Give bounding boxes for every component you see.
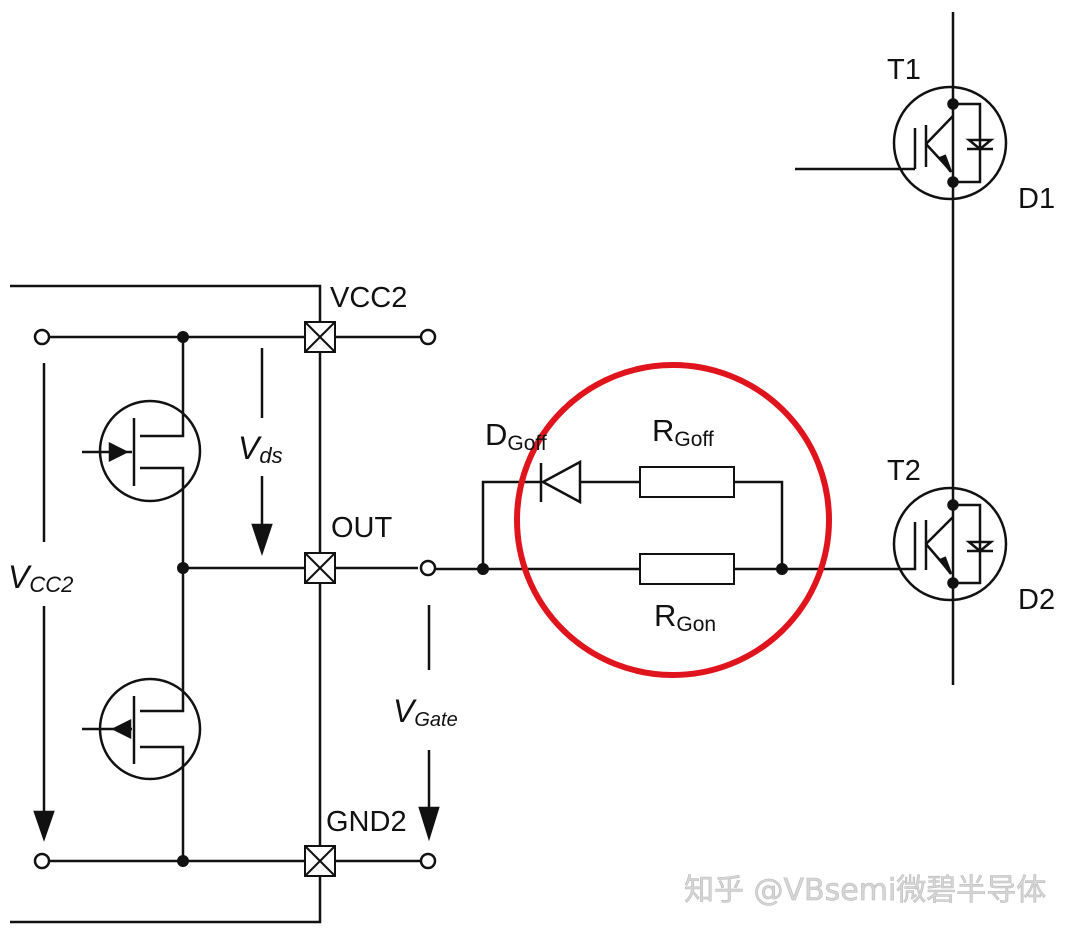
label-d2: D2 bbox=[1018, 584, 1055, 616]
mosfet-high-side-icon bbox=[82, 399, 202, 503]
highlight-circle bbox=[514, 362, 832, 678]
arrow-head-icon bbox=[33, 810, 55, 842]
wire bbox=[481, 480, 540, 569]
junction-dot bbox=[177, 562, 189, 574]
label-d1: D1 bbox=[1018, 183, 1055, 215]
terminal-gnd2-right bbox=[419, 852, 437, 870]
junction-dot bbox=[177, 855, 189, 867]
pin-gnd2-icon bbox=[304, 845, 336, 877]
terminal-vcc2-left bbox=[33, 328, 51, 346]
arrow-head-icon bbox=[251, 523, 273, 556]
terminal-vcc2-right bbox=[419, 328, 437, 346]
terminal-gnd2-left bbox=[33, 852, 51, 870]
wire bbox=[734, 480, 784, 569]
pin-label-out: OUT bbox=[331, 512, 393, 544]
pin-label-vcc2: VCC2 bbox=[330, 282, 407, 314]
mosfet-low-side-icon bbox=[82, 668, 202, 781]
igbt-t2-icon bbox=[892, 486, 1008, 602]
label-dgoff: DGoff bbox=[485, 417, 547, 455]
voltage-label-vgate: VGate bbox=[393, 693, 458, 731]
diode-dgoff-icon bbox=[539, 459, 582, 505]
terminal-out bbox=[419, 559, 437, 577]
pin-label-gnd2: GND2 bbox=[326, 806, 407, 838]
label-rgon: RGon bbox=[654, 598, 716, 636]
label-rgoff: RGoff bbox=[652, 413, 714, 451]
pin-vcc2-icon bbox=[304, 321, 336, 353]
voltage-label-vcc2: VCC2 bbox=[8, 559, 73, 597]
resistor-rgon-icon bbox=[639, 553, 735, 585]
watermark: 知乎 @VBsemi微碧半导体 bbox=[684, 873, 1046, 908]
voltage-label-vds: Vds bbox=[238, 430, 283, 468]
label-t1: T1 bbox=[887, 54, 921, 86]
ic-boundary bbox=[10, 284, 322, 924]
igbt-t1-icon bbox=[892, 85, 1008, 201]
pin-out-icon bbox=[304, 552, 336, 584]
junction-dot bbox=[177, 331, 189, 343]
arrow-head-icon bbox=[418, 806, 440, 842]
resistor-rgoff-icon bbox=[639, 466, 735, 498]
label-t2: T2 bbox=[887, 455, 921, 487]
